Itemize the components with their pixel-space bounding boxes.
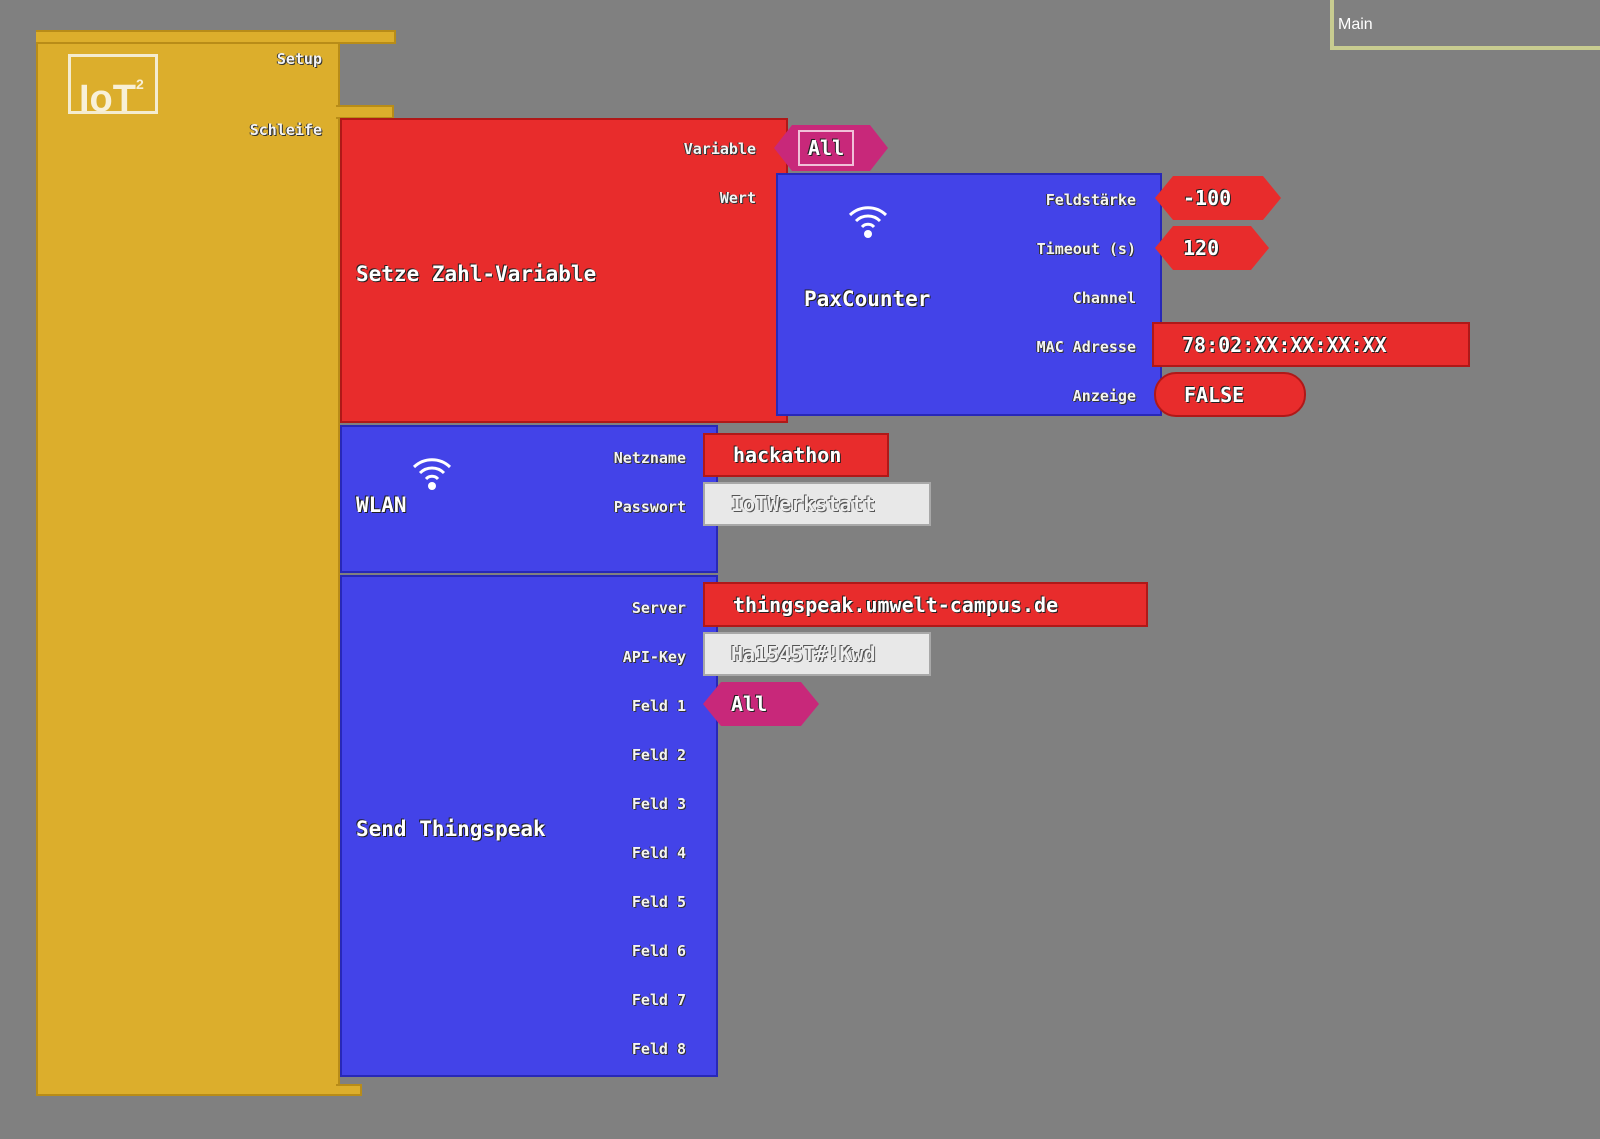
- field-4-label: Feld 4: [631, 844, 686, 862]
- timeout-input[interactable]: 120: [1155, 226, 1269, 270]
- server-input[interactable]: thingspeak.umwelt-campus.de: [703, 582, 1148, 627]
- variable-dropdown[interactable]: All: [774, 125, 888, 171]
- main-panel-title: Main: [1338, 16, 1373, 33]
- main-panel[interactable]: Main: [1330, 0, 1600, 50]
- wifi-icon: [848, 206, 888, 238]
- field-1-variable[interactable]: All: [703, 682, 819, 726]
- field-7-label: Feld 7: [631, 991, 686, 1009]
- api-key-input[interactable]: Ha1545T#!Kwd: [703, 632, 931, 676]
- field-6-label: Feld 6: [631, 942, 686, 960]
- network-name-label: Netzname: [613, 449, 686, 467]
- setup-label: Setup: [276, 50, 322, 68]
- display-label: Anzeige: [1072, 387, 1136, 405]
- field-5-label: Feld 5: [631, 893, 686, 911]
- mac-address-input[interactable]: 78:02:XX:XX:XX:XX: [1152, 322, 1470, 367]
- channel-label: Channel: [1072, 289, 1136, 307]
- thingspeak-title: Send Thingspeak: [356, 817, 546, 841]
- main-block-body[interactable]: [36, 30, 340, 1096]
- network-name-input[interactable]: hackathon: [703, 433, 889, 477]
- main-block-top-arm: [36, 30, 396, 44]
- paxcounter-title: PaxCounter: [804, 287, 931, 311]
- mac-address-label: MAC Adresse: [1036, 338, 1136, 356]
- wifi-icon: [412, 458, 452, 490]
- paxcounter-block[interactable]: PaxCounter Feldstärke Timeout (s) Channe…: [776, 173, 1162, 416]
- variable-label: Variable: [683, 140, 756, 158]
- password-input[interactable]: IoTWerkstatt: [703, 482, 931, 526]
- field-3-label: Feld 3: [631, 795, 686, 813]
- password-label: Passwort: [613, 498, 686, 516]
- display-toggle[interactable]: FALSE: [1154, 372, 1306, 417]
- iot-logo: IoT2: [68, 54, 158, 120]
- loop-label: Schleife: [249, 121, 322, 139]
- field-1-label: Feld 1: [631, 697, 686, 715]
- variable-value: All: [798, 130, 854, 166]
- wlan-title: WLAN: [356, 493, 407, 517]
- server-label: Server: [631, 599, 686, 617]
- value-label: Wert: [719, 189, 756, 207]
- field-8-label: Feld 8: [631, 1040, 686, 1058]
- main-block-mid-arm: [336, 105, 394, 119]
- timeout-label: Timeout (s): [1036, 240, 1136, 258]
- send-thingspeak-block[interactable]: Send Thingspeak Server API-Key Feld 1 Fe…: [340, 575, 718, 1077]
- wlan-block[interactable]: WLAN Netzname Passwort: [340, 425, 718, 573]
- main-block-foot: [336, 1084, 362, 1096]
- signal-strength-label: Feldstärke: [1045, 191, 1136, 209]
- signal-strength-input[interactable]: -100: [1155, 176, 1281, 220]
- set-variable-title: Setze Zahl-Variable: [356, 262, 597, 286]
- set-number-variable-block[interactable]: Variable Wert Setze Zahl-Variable: [340, 118, 788, 423]
- field-2-label: Feld 2: [631, 746, 686, 764]
- api-key-label: API-Key: [622, 648, 686, 666]
